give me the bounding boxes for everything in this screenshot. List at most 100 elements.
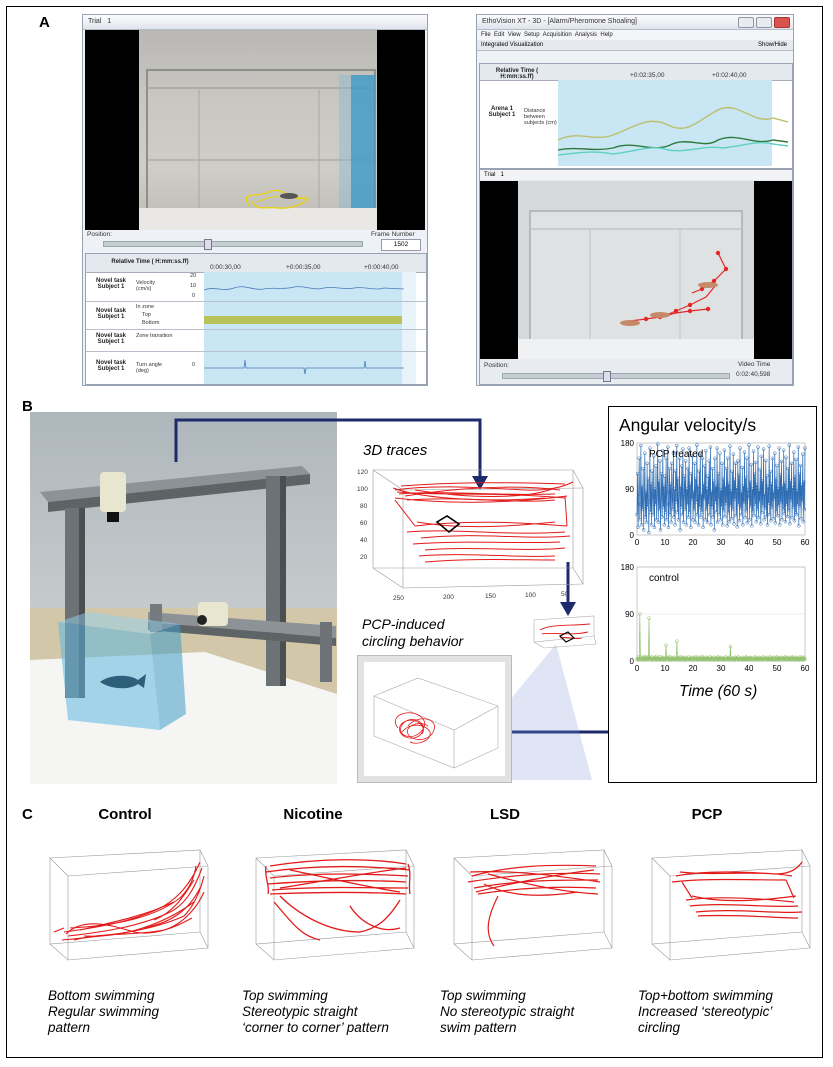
pcp-data-point	[751, 449, 756, 453]
slider-thumb[interactable]	[204, 239, 212, 250]
pcp-data-point	[678, 528, 682, 532]
pcp-data-point	[668, 482, 673, 486]
pcp-data-point	[643, 515, 648, 519]
pcp-x-tick: 0	[635, 538, 640, 547]
right-video-time-label: Video Time	[738, 361, 771, 368]
pcp-data-point	[764, 514, 769, 519]
pcp-data-point	[748, 480, 752, 484]
pcp-data-point	[635, 512, 639, 517]
pcp-data-point	[658, 459, 662, 463]
pcp-data-point	[692, 461, 697, 466]
pcp-data-point	[652, 525, 657, 530]
pcp-data-point	[644, 489, 648, 494]
pcp-data-point	[776, 487, 780, 491]
pcp-data-point	[750, 524, 754, 528]
menu-help[interactable]: Help	[600, 32, 613, 38]
control-data-point	[713, 658, 717, 662]
pcp-data-point	[656, 520, 661, 524]
pcp-data-point	[700, 456, 705, 461]
pcp-data-point	[691, 489, 696, 494]
pcp-data-point	[673, 523, 677, 527]
circling-label: PCP-induced circling behavior	[362, 616, 463, 650]
menu-setup[interactable]: Setup	[523, 32, 540, 38]
menu-analysis[interactable]: Analysis	[574, 32, 598, 38]
pcp-data-point	[801, 452, 805, 456]
left-frame-input[interactable]: 1502	[381, 239, 421, 251]
control-x-tick: 40	[745, 664, 754, 673]
right-timeline-header-row: Relative Time ( H:mm:ss.ff) +0:02:35,00 …	[480, 64, 792, 81]
control-data-point	[772, 658, 776, 662]
control-data-point	[721, 656, 726, 660]
pcp-data-point	[742, 500, 746, 505]
pcp-data-point	[783, 481, 787, 485]
pcp-data-point	[655, 492, 659, 496]
pcp-data-point	[712, 528, 717, 532]
menu-acquisition[interactable]: Acquisition	[542, 32, 572, 38]
timeline-scroll-gutter[interactable]	[402, 272, 416, 384]
right-position-slider[interactable]	[502, 371, 730, 382]
maximize-button[interactable]	[756, 17, 772, 28]
pcp-data-point	[735, 525, 739, 529]
pcp-data-point	[725, 524, 729, 528]
pcp-data-point	[672, 515, 676, 519]
pcp-data-point	[746, 496, 751, 500]
pcp-data-point	[676, 517, 681, 522]
left-window-tab[interactable]: Trial	[88, 18, 102, 25]
close-button[interactable]	[774, 17, 790, 28]
right-slider-thumb[interactable]	[603, 371, 611, 382]
pcp-data-point	[663, 510, 668, 514]
show-hide-button[interactable]: Show/Hide	[757, 42, 787, 48]
pcp-data-point	[701, 482, 706, 486]
pcp-data-point	[787, 508, 791, 513]
pcp-data-point	[639, 523, 644, 527]
pcp-data-point	[728, 444, 732, 448]
pcp-data-point	[800, 499, 804, 504]
window-controls	[736, 17, 790, 34]
pcp-data-point	[767, 444, 771, 448]
menu-view[interactable]: View	[507, 32, 521, 38]
scale-0: 0	[192, 293, 196, 299]
control-data-point	[779, 655, 783, 660]
pcp-data-point	[640, 507, 645, 512]
pcp-data-point	[695, 443, 699, 447]
pcp-data-point	[766, 501, 771, 506]
pcp-data-point	[745, 456, 749, 461]
pcp-x-tick: 50	[773, 538, 782, 547]
caption-nicotine-2: Stereotypic straight	[242, 1004, 358, 1019]
caption-pcp-1: Top+bottom swimming	[638, 988, 773, 1003]
menu-bar: File Edit View Setup Acquisition Analysi…	[477, 30, 793, 40]
pcp-data-point	[731, 507, 735, 512]
pcp-data-point	[755, 483, 759, 487]
row-head-velocity: Novel task Subject 1	[95, 278, 126, 290]
pcp-data-point	[700, 510, 704, 514]
pcp-data-point	[679, 505, 683, 509]
right-trial-tab[interactable]: Trial	[484, 172, 496, 178]
zone-bar	[204, 316, 402, 324]
pcp-data-point	[765, 473, 769, 478]
pcp-data-point	[637, 456, 641, 461]
pcp-data-point	[701, 525, 705, 530]
minimize-button[interactable]	[738, 17, 754, 28]
menu-file[interactable]: File	[481, 32, 491, 38]
pcp-data-point	[775, 463, 779, 468]
pcp-data-point	[768, 469, 773, 474]
right-video-time: 0:02:40,598	[736, 371, 771, 378]
pcp-data-point	[724, 501, 728, 506]
pcp-data-point	[642, 497, 647, 501]
pcp-data-point	[742, 450, 747, 454]
menu-edit[interactable]: Edit	[494, 32, 505, 38]
pcp-data-point	[770, 456, 775, 461]
row-label-transition: Zone transition	[136, 333, 173, 339]
x-tick-100: 100	[525, 592, 536, 599]
left-position-slider[interactable]	[103, 239, 363, 250]
pcp-data-point	[723, 514, 727, 519]
pcp-data-point	[652, 454, 656, 458]
right-ethovision-window: EthoVision XT - 3D - [Alarm/Pheromone Sh…	[476, 14, 794, 386]
control-y-tick: 90	[625, 610, 634, 619]
pcp-data-point	[684, 523, 689, 527]
pcp-data-point	[655, 442, 660, 446]
pcp-data-point	[685, 487, 689, 491]
control-x-tick: 10	[661, 664, 670, 673]
pcp-data-point	[635, 471, 640, 476]
pcp-x-tick: 40	[745, 538, 754, 547]
